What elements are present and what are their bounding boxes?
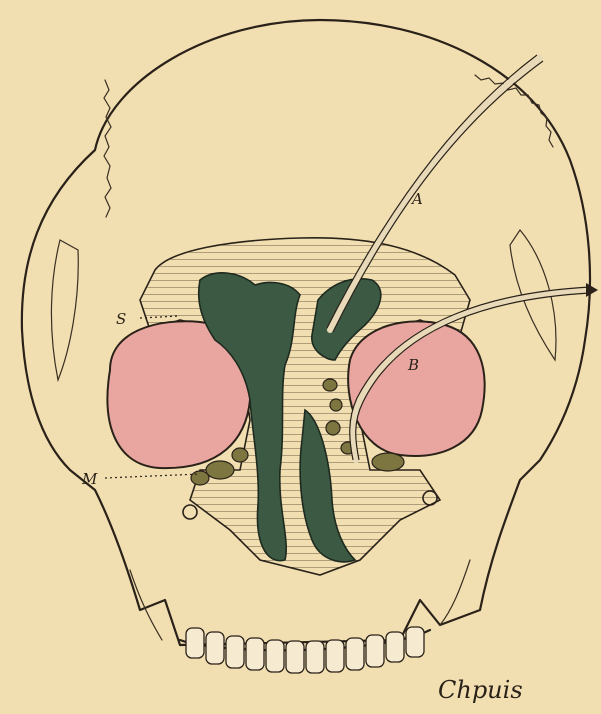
- label-b: B: [407, 356, 419, 374]
- left-zygoma: [130, 570, 162, 640]
- artist-signature: Chpuis: [438, 676, 523, 704]
- left-infraorbital-foramen: [183, 505, 197, 519]
- probe-b-arrowhead: [586, 283, 598, 297]
- label-m: M: [81, 470, 98, 488]
- label-s: S: [116, 310, 126, 328]
- label-a: A: [410, 190, 423, 208]
- left-suture: [104, 80, 111, 217]
- left-temporal-fossa: [51, 240, 78, 380]
- label-m-leader: [105, 474, 200, 478]
